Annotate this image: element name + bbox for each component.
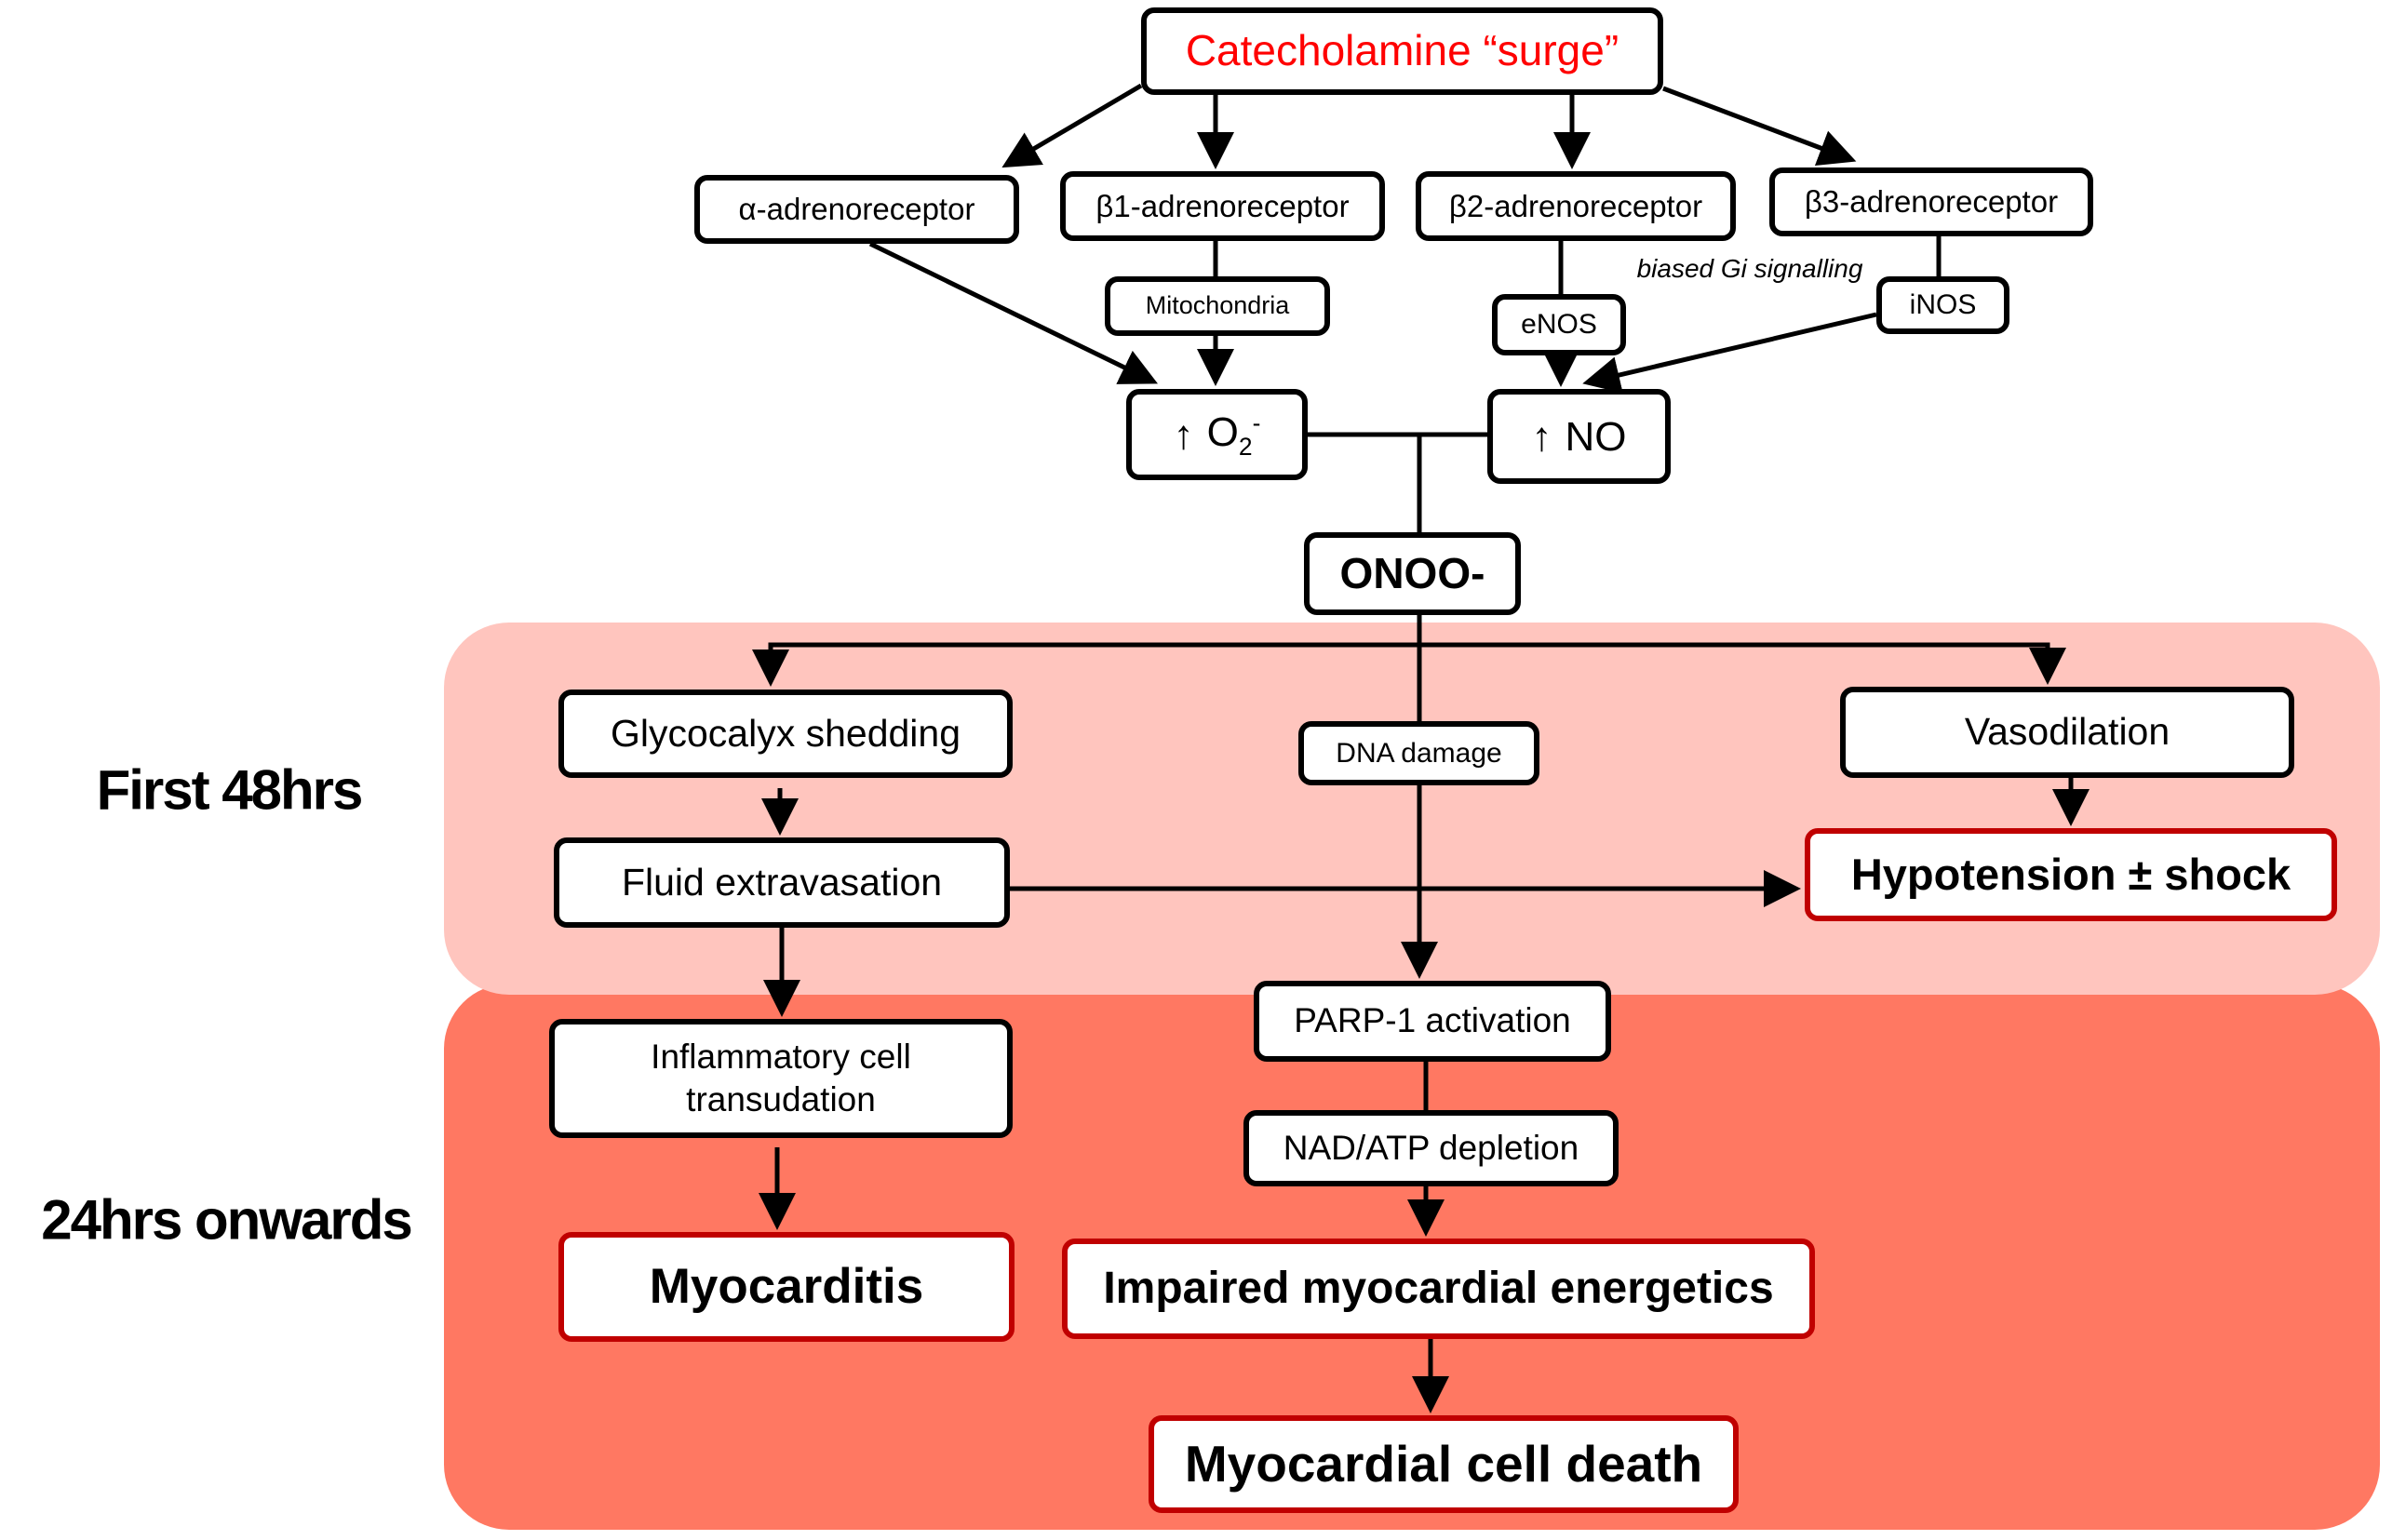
up-arrow-icon: ↑	[1531, 413, 1552, 460]
edge-onoo-vasodilation	[1419, 642, 2066, 685]
inflammatory-line-2: transudation	[686, 1080, 876, 1118]
node-fluid-extravasation: Fluid extravasation	[554, 837, 1010, 928]
node-impaired-myocardial-energetics: Impaired myocardial energetics	[1062, 1239, 1815, 1339]
node-peroxynitrite: ONOO-	[1304, 532, 1521, 615]
phase-label-first-48hrs: First 48hrs	[96, 758, 364, 822]
annotation-biased-gi-signalling: biased Gi signalling	[1636, 254, 1863, 283]
node-myocardial-cell-death: Myocardial cell death	[1149, 1415, 1739, 1513]
phase-label-24hrs-onwards: 24hrs onwards	[41, 1188, 412, 1252]
node-beta1-adrenoreceptor: β1-adrenoreceptor	[1060, 171, 1385, 241]
edge-alpha-superoxide	[868, 241, 1158, 384]
edge-onoo-glycocalyx	[752, 642, 1419, 687]
node-catecholamine-surge: Catecholamine “surge”	[1141, 7, 1663, 95]
node-parp1-activation: PARP-1 activation	[1254, 981, 1611, 1062]
node-nitric-oxide: ↑ NO	[1487, 389, 1671, 484]
node-nad-atp-depletion: NAD/ATP depletion	[1243, 1110, 1619, 1186]
no-label: NO	[1565, 413, 1627, 460]
node-glycocalyx-shedding: Glycocalyx shedding	[558, 690, 1013, 778]
edge-catecholamine-beta3	[1662, 86, 1857, 167]
node-enos: eNOS	[1492, 294, 1626, 355]
node-mitochondria: Mitochondria	[1105, 276, 1330, 336]
node-beta3-adrenoreceptor: β3-adrenoreceptor	[1769, 167, 2093, 236]
up-arrow-icon: ↑	[1173, 411, 1194, 458]
inflammatory-line-1: Inflammatory cell	[651, 1037, 911, 1076]
node-beta2-adrenoreceptor: β2-adrenoreceptor	[1416, 171, 1736, 241]
node-dna-damage: DNA damage	[1298, 721, 1539, 785]
superoxide-label: O2-	[1206, 408, 1261, 461]
node-inflammatory-cell-transudation: Inflammatory cell transudation	[549, 1019, 1013, 1138]
node-alpha-adrenoreceptor: α-adrenoreceptor	[694, 175, 1019, 244]
edge-catecholamine-alpha	[1001, 83, 1143, 168]
node-myocarditis: Myocarditis	[558, 1232, 1015, 1342]
node-superoxide: ↑ O2-	[1126, 389, 1308, 480]
node-vasodilation: Vasodilation	[1840, 687, 2294, 778]
node-hypotension-shock: Hypotension ± shock	[1805, 828, 2337, 921]
node-inos: iNOS	[1876, 276, 2009, 334]
edge-inos-no	[1582, 312, 1877, 394]
